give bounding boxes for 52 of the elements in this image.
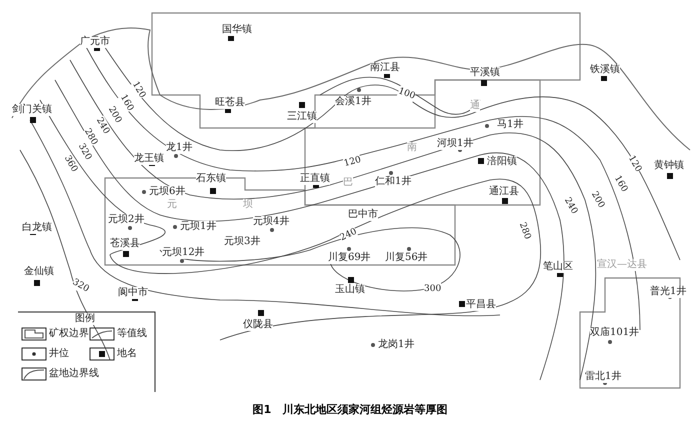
legend-label: 矿权边界: [49, 328, 89, 340]
well-name: 龙1井: [166, 142, 192, 154]
well-name: 双庙101井: [590, 327, 640, 339]
block-name: 元: [167, 199, 177, 211]
legend-label: 等值线: [117, 328, 147, 340]
well-name: 普光1井: [650, 286, 686, 298]
figure-caption: 图1 川东北地区须家河组烃源岩等厚图: [252, 402, 448, 417]
well-name: 仁和1井: [375, 176, 412, 188]
region-name: 宣汉—达县: [597, 259, 647, 271]
place-name: 巴中市: [348, 209, 378, 221]
place-name: 旺苍县: [215, 97, 245, 109]
place-name: 金仙镇: [24, 266, 54, 278]
well-name: 会溪1井: [335, 96, 372, 108]
well-name: 元坝4井: [253, 216, 290, 228]
well-name: 元坝6井: [149, 186, 186, 198]
well-name: 元坝1井: [180, 221, 216, 233]
place-name: 平溪镇: [470, 67, 500, 79]
legend-label: 地名: [117, 348, 137, 360]
well-name: 河坝1井: [437, 138, 474, 150]
well-name: 元坝12井: [162, 247, 205, 259]
well-name: 川复69井: [328, 252, 371, 264]
block-name: 坝: [243, 199, 253, 211]
well-name: 元坝3井: [224, 236, 260, 248]
place-name: 苍溪县: [110, 238, 140, 250]
place-name: 阆中市: [118, 287, 148, 299]
place-name: 笔山区: [543, 261, 573, 273]
legend-title: 图例: [75, 313, 95, 325]
contour-value: 100: [396, 85, 417, 103]
place-name: 龙王镇: [134, 153, 164, 165]
place-name: 三江镇: [287, 111, 317, 123]
place-name: 国华镇: [222, 24, 252, 36]
place-name: 白龙镇: [22, 222, 52, 234]
block-name: 南: [407, 142, 417, 154]
place-name: 剑门关镇: [12, 104, 52, 116]
well-name: 雷北1井: [585, 371, 622, 383]
place-name: 铁溪镇: [590, 64, 620, 76]
legend-label: 盆地边界线: [49, 368, 99, 380]
place-name: 通江县: [489, 186, 519, 198]
place-name: 平昌县: [466, 299, 496, 311]
place-name: 仪陇县: [243, 319, 273, 331]
block-name: 通: [470, 100, 480, 112]
well-name: 马1井: [497, 119, 524, 131]
place-name: 玉山镇: [335, 284, 365, 296]
place-name: 黄钟镇: [654, 160, 684, 172]
place-name: 南江县: [370, 62, 400, 74]
block-name: 巴: [343, 177, 353, 189]
place-name: 涪阳镇: [487, 156, 517, 168]
well-name: 元坝2井: [108, 214, 144, 226]
well-name: 川复56井: [385, 252, 428, 264]
place-name: 石东镇: [196, 173, 226, 185]
well-name: 龙岗1井: [378, 339, 414, 351]
legend-label: 井位: [49, 348, 69, 360]
